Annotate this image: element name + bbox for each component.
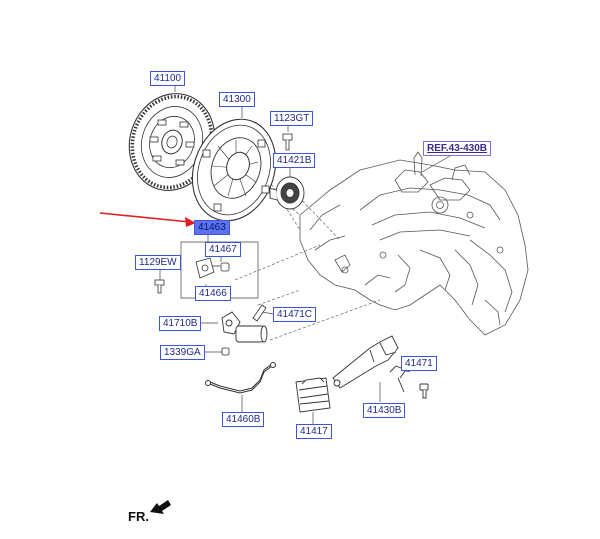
clutch-cover: [191, 118, 277, 222]
part-label-41300[interactable]: 41300: [219, 92, 255, 107]
part-label-1123gt[interactable]: 1123GT: [270, 111, 314, 126]
part-label-41466[interactable]: 41466: [195, 286, 231, 301]
ref-link-43-430b[interactable]: REF.43-430B: [423, 141, 492, 156]
part-label-41710b[interactable]: 41710B: [159, 316, 202, 331]
part-label-41417[interactable]: 41417: [296, 424, 332, 439]
slave-cylinder: [221, 311, 268, 343]
release-bearing: [269, 176, 305, 210]
red-arrow: [99, 212, 196, 227]
part-label-41430b[interactable]: 41430B: [363, 403, 406, 418]
release-fork: [332, 335, 399, 389]
part-label-41463[interactable]: 41463: [194, 220, 230, 235]
dust-boot: [295, 377, 331, 413]
part-label-1339ga[interactable]: 1339GA: [160, 345, 205, 360]
part-label-41471c[interactable]: 41471C: [273, 307, 317, 322]
pin-41471c: [252, 304, 267, 322]
bolt-1123gt: [282, 133, 293, 151]
front-direction-label: FR.: [128, 509, 149, 524]
part-label-41100[interactable]: 41100: [150, 71, 186, 86]
part-label-41460b[interactable]: 41460B: [222, 412, 265, 427]
part-label-1129ew[interactable]: 1129EW: [135, 255, 181, 270]
part-label-41471[interactable]: 41471: [401, 356, 437, 371]
hydraulic-line: [205, 362, 276, 394]
bolt-1129ew: [154, 279, 165, 294]
transmission-housing: [299, 151, 529, 336]
front-direction-icon: [150, 500, 171, 514]
pivot-parts: [195, 257, 230, 279]
part-label-41467[interactable]: 41467: [205, 242, 241, 257]
screw-1339ga: [221, 347, 230, 356]
part-label-41421b[interactable]: 41421B: [273, 153, 316, 168]
